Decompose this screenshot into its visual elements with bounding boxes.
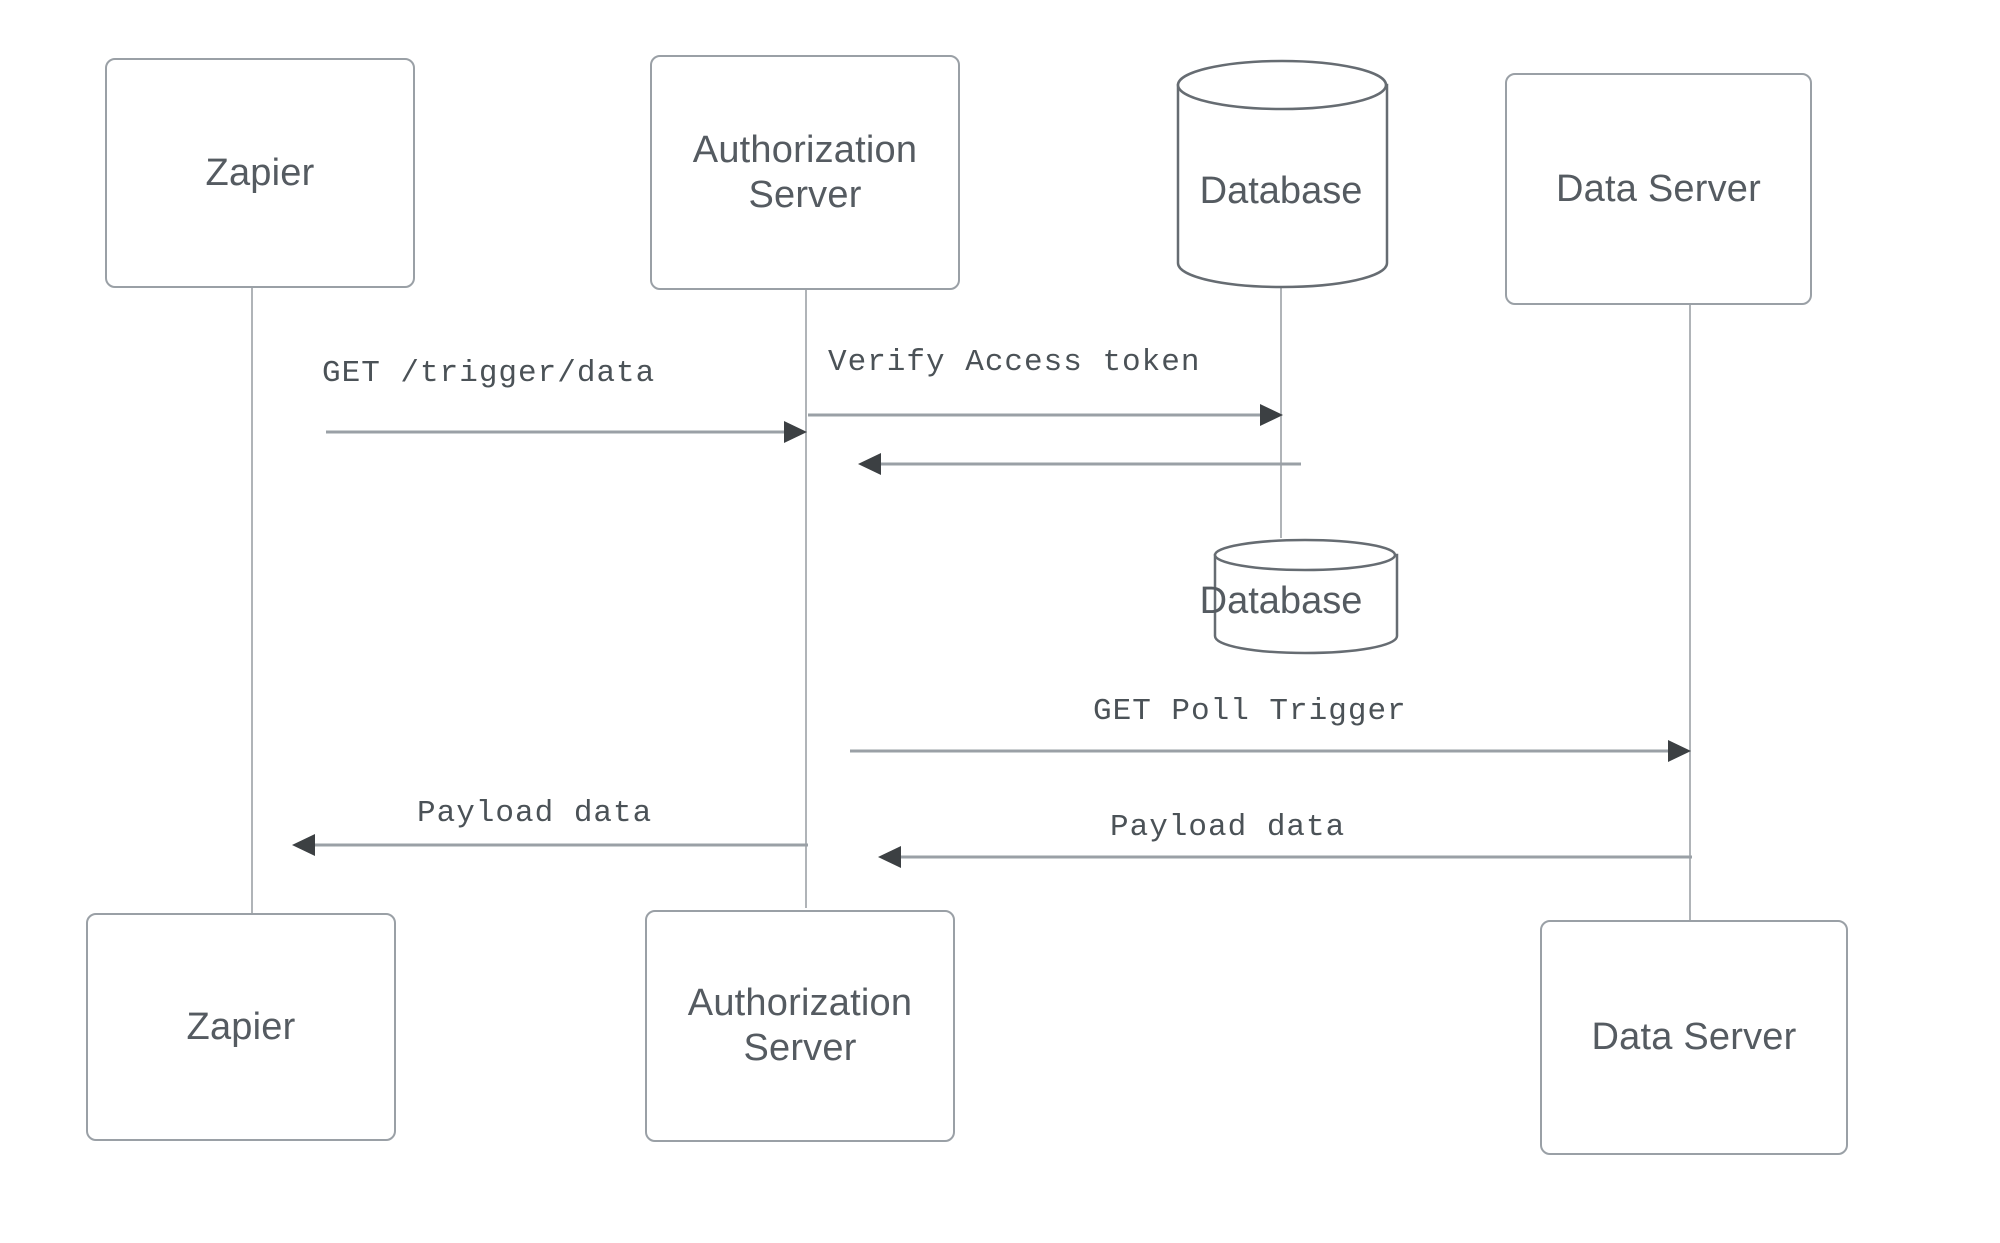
store-database-bottom-icon: [1213, 538, 1399, 655]
store-database-bottom-label: Database: [1199, 580, 1363, 622]
message-arrow-payload-data-to-zapier: [292, 834, 808, 856]
participant-zapier-top[interactable]: Zapier: [105, 58, 415, 288]
message-label-verify-access-token: Verify Access token: [828, 345, 1201, 380]
lifeline-authorization-server: [805, 288, 807, 908]
participant-authorization-server-bottom[interactable]: Authorization Server: [645, 910, 955, 1142]
message-label-payload-data-to-zapier: Payload data: [417, 796, 653, 831]
participant-authorization-server-top[interactable]: Authorization Server: [650, 55, 960, 290]
participant-zapier-bottom[interactable]: Zapier: [86, 913, 396, 1141]
participant-database-top-icon: [1176, 59, 1389, 289]
participant-data-server-bottom[interactable]: Data Server: [1540, 920, 1848, 1155]
message-arrow-verify-access-token-response: [858, 453, 1301, 475]
message-arrow-payload-data-to-auth: [878, 846, 1692, 868]
participant-database-top-label: Database: [1199, 170, 1363, 212]
lifeline-database: [1280, 288, 1282, 538]
message-arrow-get-poll-trigger: [850, 740, 1691, 762]
message-arrow-get-trigger-data: [326, 421, 807, 443]
lifeline-zapier: [251, 288, 253, 918]
message-label-get-trigger-data: GET /trigger/data: [322, 356, 656, 391]
message-label-payload-data-to-auth: Payload data: [1110, 810, 1346, 845]
participant-data-server-top[interactable]: Data Server: [1505, 73, 1812, 305]
message-arrow-verify-access-token: [808, 404, 1283, 426]
message-label-get-poll-trigger: GET Poll Trigger: [1093, 694, 1407, 729]
lifeline-data-server: [1689, 300, 1691, 922]
